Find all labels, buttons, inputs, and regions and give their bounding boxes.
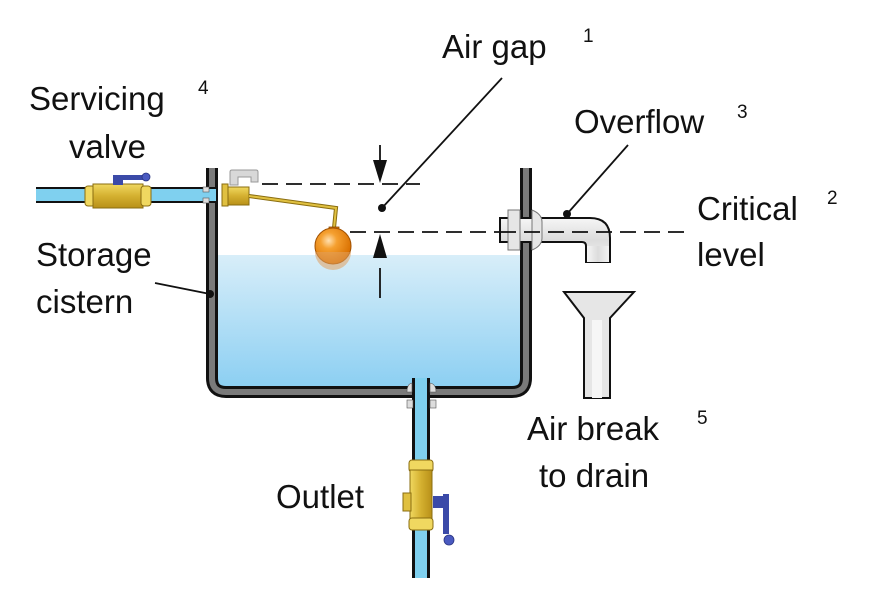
float-valve bbox=[221, 169, 339, 229]
label-servicing-valve-line1: Servicing bbox=[29, 80, 165, 117]
float-ball bbox=[314, 226, 352, 270]
servicing-valve bbox=[84, 172, 152, 209]
arrow-up-icon bbox=[373, 234, 387, 258]
label-critical-level-line2: level bbox=[697, 236, 765, 273]
label-overflow-ref: 3 bbox=[737, 102, 748, 123]
label-air-break-line2: to drain bbox=[539, 457, 649, 494]
overflow-leader bbox=[566, 144, 629, 215]
overflow-pipe bbox=[499, 209, 611, 263]
label-servicing-valve-line2: valve bbox=[69, 128, 146, 165]
air-gap-leader bbox=[381, 77, 503, 209]
outlet-valve bbox=[402, 459, 455, 546]
air-gap-dimension bbox=[262, 145, 500, 298]
drain-funnel bbox=[561, 291, 637, 399]
label-air-break-ref: 5 bbox=[697, 408, 708, 429]
label-overflow: Overflow bbox=[574, 103, 704, 140]
label-outlet: Outlet bbox=[276, 478, 364, 515]
label-storage-cistern-line1: Storage bbox=[36, 236, 152, 273]
air-gap-leader-dot bbox=[378, 204, 386, 212]
label-critical-level-line1: Critical bbox=[697, 190, 798, 227]
label-critical-level-ref: 2 bbox=[827, 188, 838, 209]
label-air-gap-ref: 1 bbox=[583, 26, 594, 47]
stored-water bbox=[216, 255, 520, 387]
arrow-down-icon bbox=[373, 160, 387, 183]
label-air-gap: Air gap bbox=[442, 28, 547, 65]
storage-cistern-leader bbox=[154, 282, 211, 295]
overflow-leader-dot bbox=[563, 210, 571, 218]
label-air-break-line1: Air break bbox=[527, 410, 660, 447]
storage-cistern-leader-dot bbox=[206, 290, 214, 298]
label-storage-cistern-line2: cistern bbox=[36, 283, 133, 320]
label-servicing-valve-ref: 4 bbox=[198, 78, 209, 99]
